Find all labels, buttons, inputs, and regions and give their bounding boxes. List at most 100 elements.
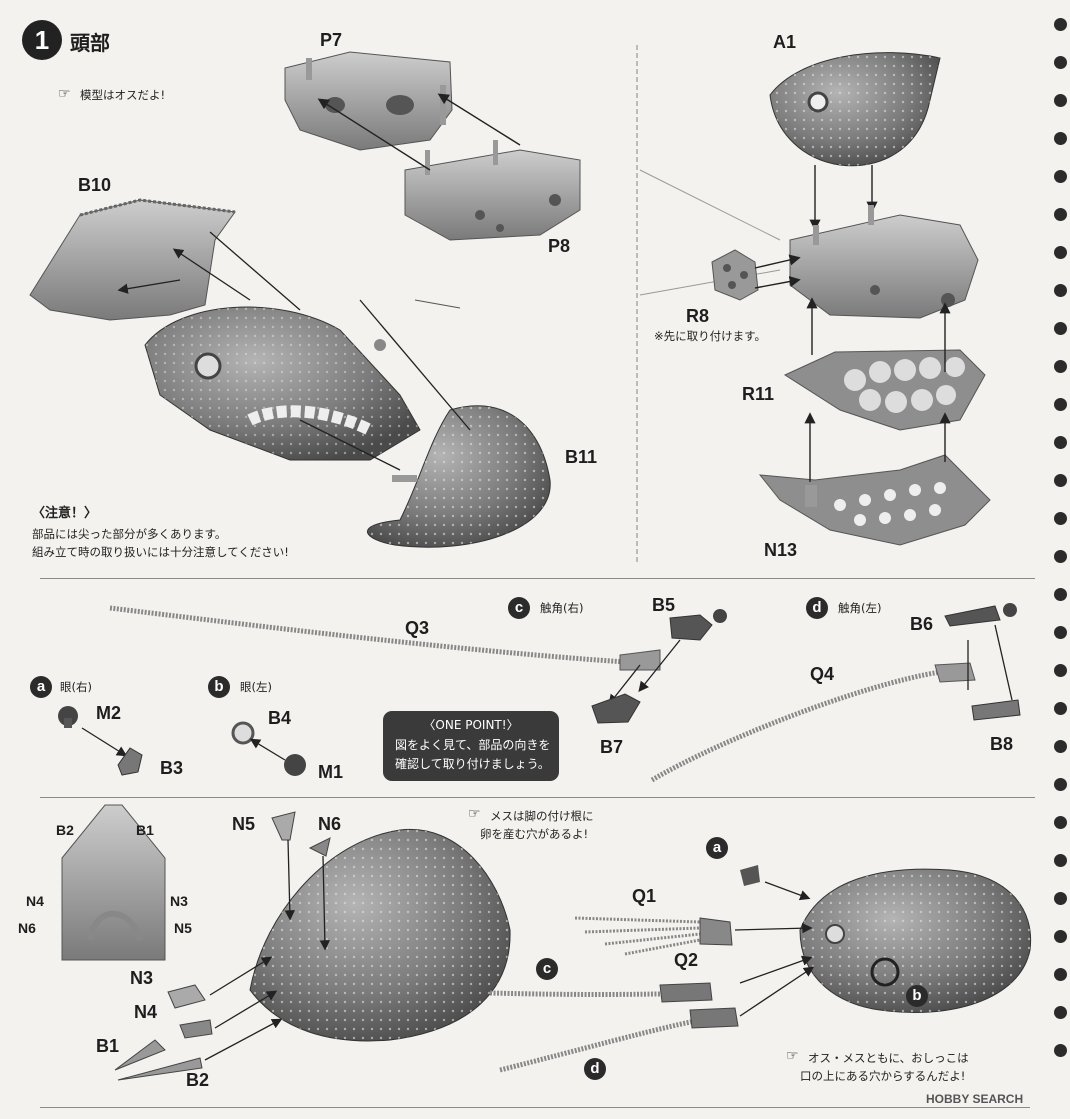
part-a1 xyxy=(769,52,941,167)
one-point-box: 〈ONE POINT!〉 図をよく見て、部品の向きを 確認して取り付けましょう。 xyxy=(383,711,559,781)
caution-line-2: 組み立て時の取り扱いには十分注意してください! xyxy=(32,545,289,559)
label-q2: Q2 xyxy=(674,950,699,970)
label-m1: M1 xyxy=(318,762,344,782)
part-p8 xyxy=(404,140,581,241)
label-m2: M2 xyxy=(96,703,122,723)
sub-step-d-label: 触角(左) xyxy=(838,601,882,615)
part-b8 xyxy=(971,699,1021,721)
one-point-line-2: 確認して取り付けましょう。 xyxy=(395,757,550,771)
part-n5 xyxy=(271,811,296,841)
label-b7: B7 xyxy=(600,737,624,757)
sub-step-d-marker: d xyxy=(806,597,828,619)
step-title: 頭部 xyxy=(70,33,110,55)
one-point-title: 〈ONE POINT!〉 xyxy=(423,718,519,732)
label-underside-b1: B1 xyxy=(136,822,154,838)
part-r8 xyxy=(711,249,759,301)
label-q3: Q3 xyxy=(405,618,430,638)
part-q1 xyxy=(574,916,701,956)
label-q4: Q4 xyxy=(810,664,835,684)
label-b2: B2 xyxy=(186,1070,210,1090)
part-b7 xyxy=(591,693,641,724)
underside-view xyxy=(61,804,166,961)
urine-note-line-2: 口の上にある穴からするんだよ! xyxy=(800,1069,966,1083)
label-n4: N4 xyxy=(134,1002,158,1022)
part-b3 xyxy=(117,747,143,776)
section-divider-2 xyxy=(40,797,1035,798)
part-b11 xyxy=(366,405,551,548)
part-b5 xyxy=(669,609,727,641)
part-q3 xyxy=(109,605,626,665)
head-assembly-left xyxy=(144,306,421,461)
caution-line-1: 部品には尖った部分が多くあります。 xyxy=(32,527,227,541)
marker-d: d xyxy=(584,1058,606,1080)
part-b4 xyxy=(231,721,255,745)
part-b10 xyxy=(29,198,236,321)
step-number-badge: 1 xyxy=(22,20,62,60)
label-a1: A1 xyxy=(773,32,797,52)
watermark: HOBBY SEARCH xyxy=(926,1092,1024,1106)
label-underside-n3: N3 xyxy=(170,893,188,909)
one-point-body: 図をよく見て、部品の向きを 確認して取り付けましょう。 xyxy=(395,736,550,774)
label-underside-n4: N4 xyxy=(26,893,44,909)
female-note-line-2: 卵を産む穴があるよ! xyxy=(480,827,589,841)
section-divider-3 xyxy=(40,1107,1030,1108)
binder-holes xyxy=(1050,0,1070,1119)
label-underside-n5: N5 xyxy=(174,920,192,936)
r8-note: ※先に取り付けます。 xyxy=(654,329,766,343)
part-p7 xyxy=(284,51,453,151)
part-head-body xyxy=(789,205,979,319)
part-r11 xyxy=(783,349,986,431)
label-r8: R8 xyxy=(686,306,710,326)
label-r11: R11 xyxy=(742,384,775,404)
label-b3: B3 xyxy=(160,758,184,778)
part-n6 xyxy=(308,837,331,857)
label-n5: N5 xyxy=(232,814,256,834)
head-assembly-right xyxy=(799,868,1032,1013)
caution-title: 〈注意！〉 xyxy=(32,506,98,521)
one-point-line-1: 図をよく見て、部品の向きを xyxy=(395,738,551,752)
part-q4 xyxy=(650,669,941,783)
label-b10: B10 xyxy=(78,175,112,195)
label-q1: Q1 xyxy=(632,886,657,906)
sub-step-b-label: 眼(左) xyxy=(240,680,272,694)
label-underside-b2: B2 xyxy=(56,822,74,838)
part-b1 xyxy=(114,1039,166,1071)
label-b8: B8 xyxy=(990,734,1014,754)
pointing-hand-icon: ☞ xyxy=(58,86,71,102)
marker-c: c xyxy=(536,958,558,980)
label-underside-n6: N6 xyxy=(18,920,36,936)
label-p8: P8 xyxy=(548,236,571,256)
pointing-hand-icon: ☞ xyxy=(468,806,481,822)
part-b6 xyxy=(944,603,1017,627)
head-assembly-bottom xyxy=(249,828,511,1042)
part-m1 xyxy=(284,754,306,776)
part-m2 xyxy=(58,706,78,728)
marker-b: b xyxy=(906,985,928,1007)
label-b1: B1 xyxy=(96,1036,120,1056)
sub-step-c-label: 触角(右) xyxy=(540,601,584,615)
label-b5: B5 xyxy=(652,595,676,615)
pointing-hand-icon: ☞ xyxy=(786,1048,799,1064)
part-q2 xyxy=(489,990,701,997)
urine-note-line-1: オス・メスともに、おしっこは xyxy=(808,1051,969,1065)
sub-step-a-marker: a xyxy=(30,676,52,698)
female-note-line-1: メスは脚の付け根に xyxy=(490,809,594,823)
sub-step-b-marker: b xyxy=(208,676,230,698)
marker-a: a xyxy=(706,837,728,859)
male-model-note: 模型はオスだよ! xyxy=(80,88,166,102)
label-b11: B11 xyxy=(565,447,598,467)
label-p7: P7 xyxy=(320,30,343,50)
sub-step-c-marker: c xyxy=(508,597,530,619)
label-n13: N13 xyxy=(764,540,798,560)
sub-step-a-label: 眼(右) xyxy=(60,680,92,694)
section-divider-1 xyxy=(40,578,1035,579)
part-b2 xyxy=(117,1057,203,1081)
label-b6: B6 xyxy=(910,614,934,634)
part-n13 xyxy=(758,454,991,546)
part-n4 xyxy=(179,1019,213,1039)
label-n6: N6 xyxy=(318,814,342,834)
label-n3: N3 xyxy=(130,968,154,988)
label-b4: B4 xyxy=(268,708,292,728)
part-n3 xyxy=(167,984,206,1009)
